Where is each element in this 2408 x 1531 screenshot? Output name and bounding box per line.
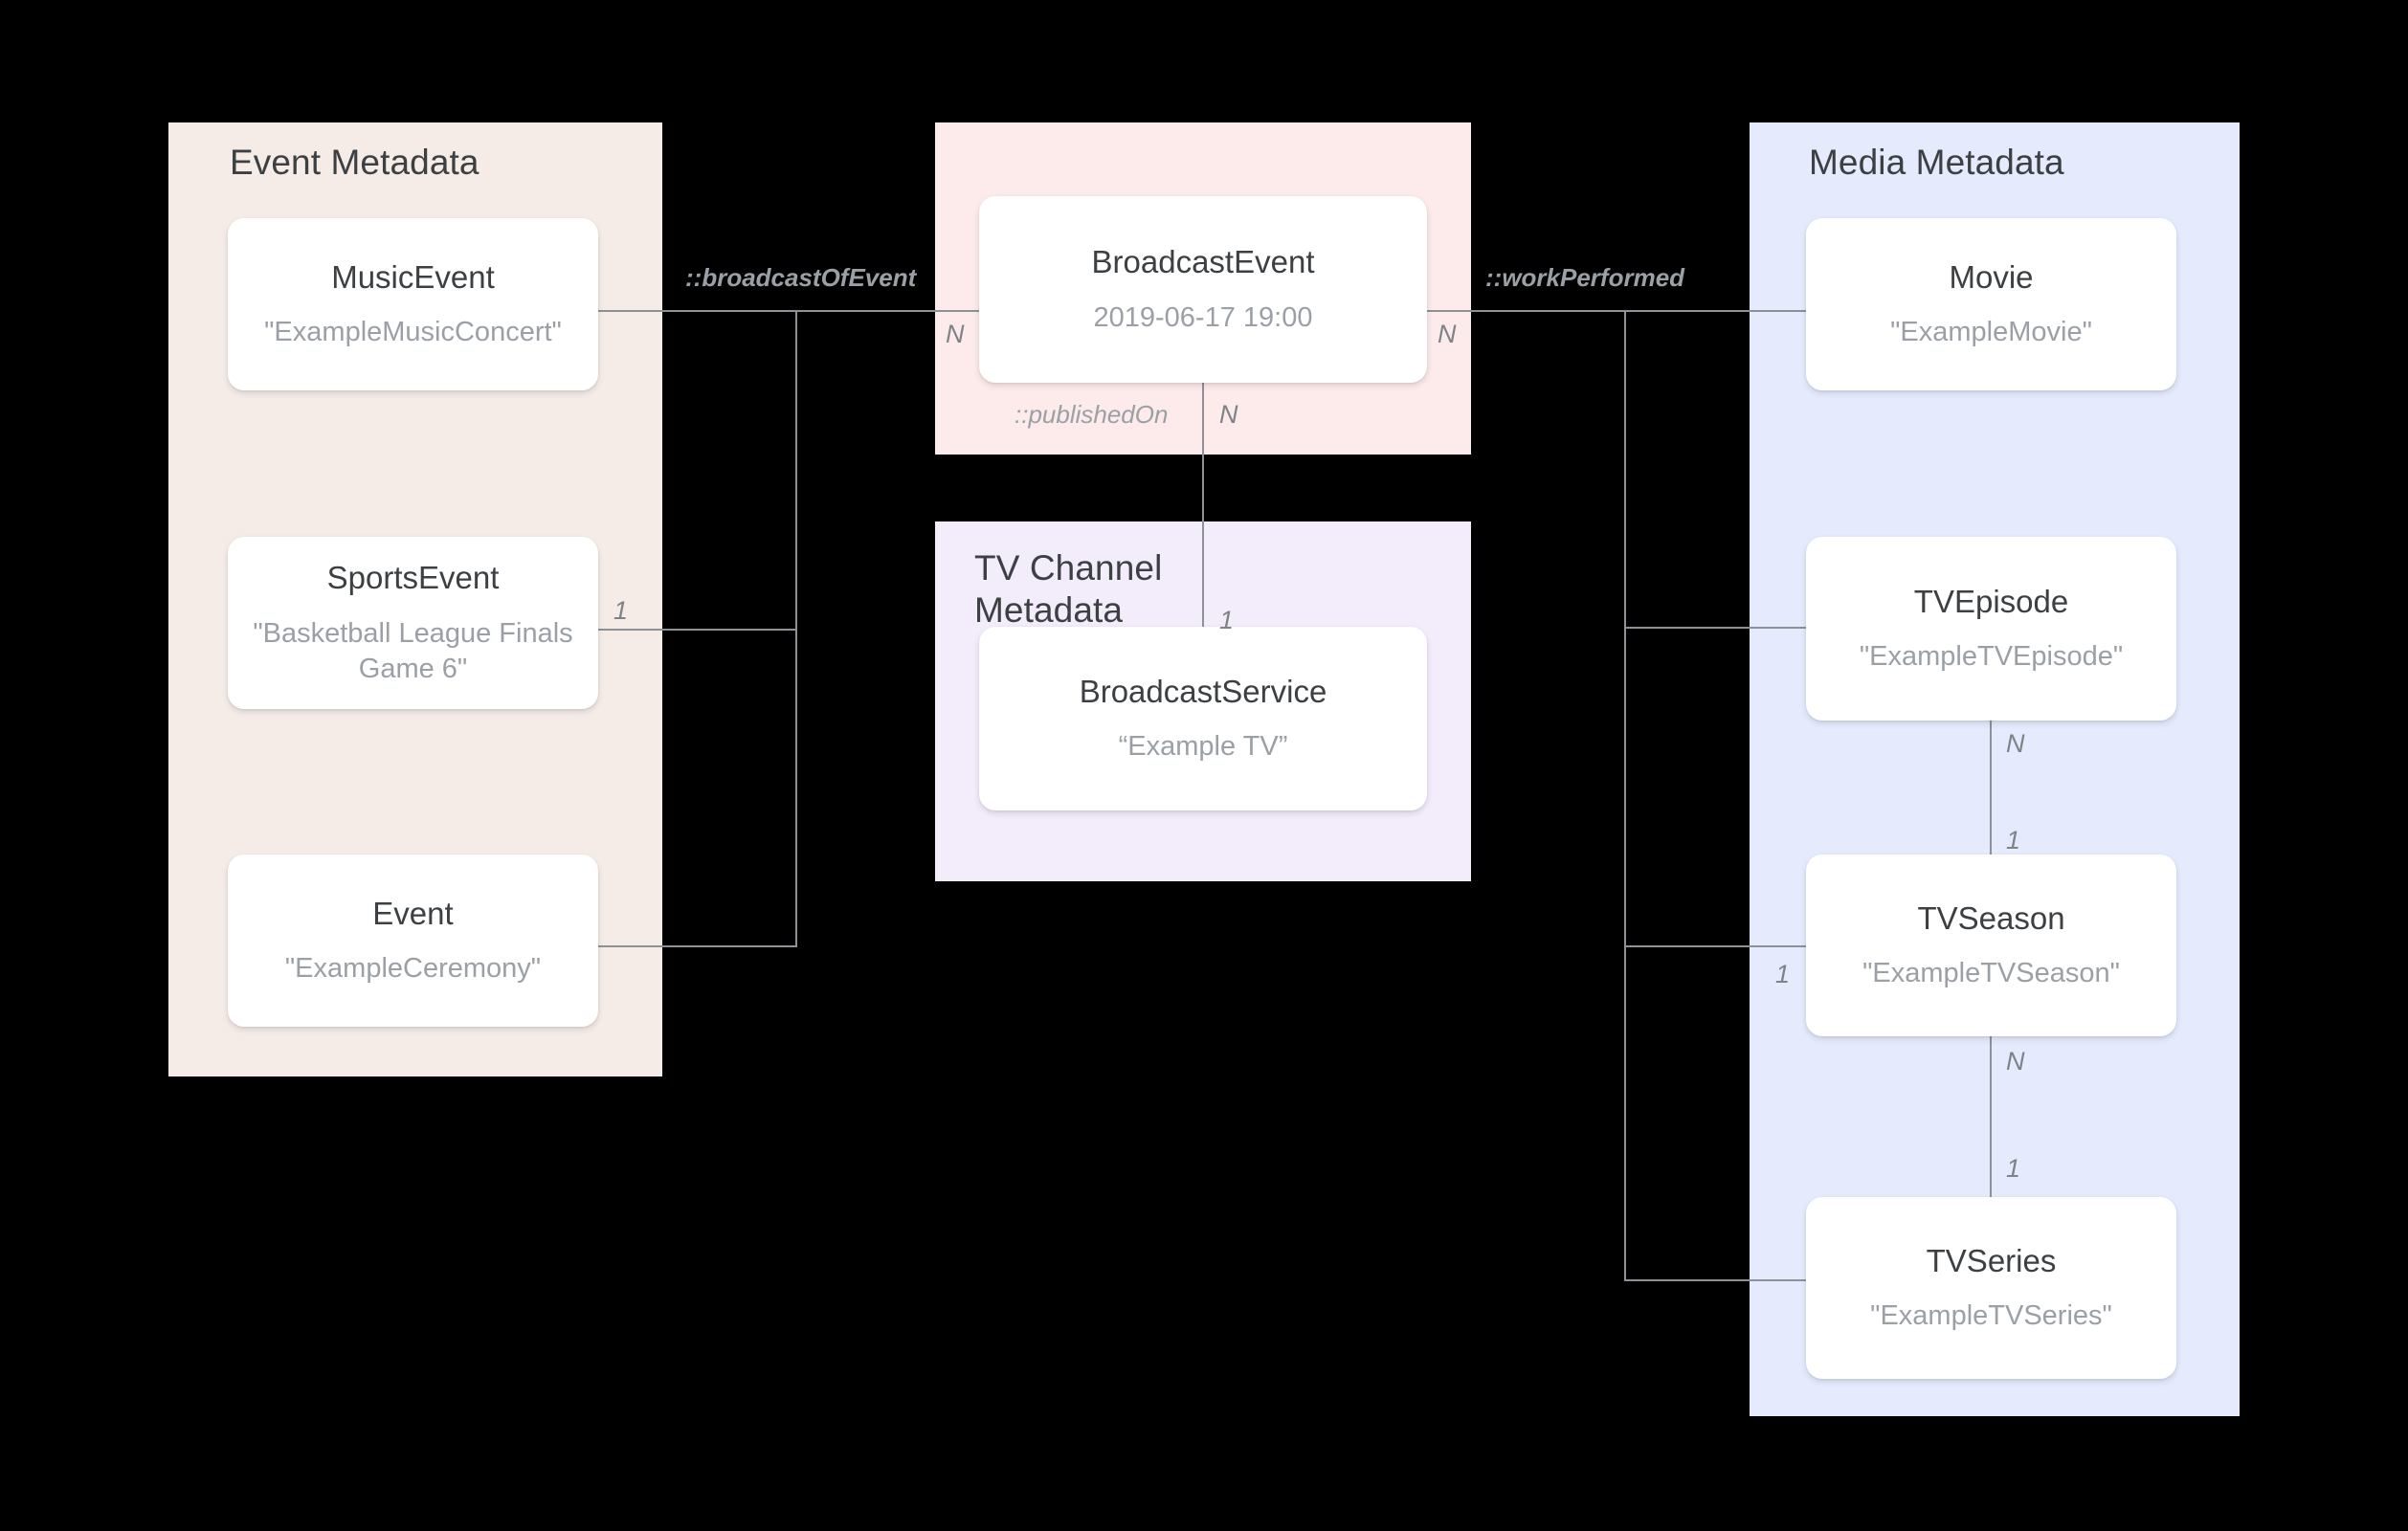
entity-value-event: "ExampleCeremony": [284, 953, 542, 985]
entity-card-event[interactable]: Event "ExampleCeremony": [228, 854, 598, 1027]
entity-value-tvseries: "ExampleTVSeries": [1870, 1300, 2112, 1332]
panel-title-media-metadata: Media Metadata: [1809, 143, 2064, 182]
cardinality-broadcastservice-one: 1: [1219, 606, 1235, 634]
cardinality-tvseason-bottom-n: N: [2006, 1047, 2025, 1076]
connector-bus-to-tvepisode: [1624, 627, 1806, 629]
entity-card-tvseason[interactable]: TVSeason "ExampleTVSeason": [1806, 854, 2176, 1036]
entity-type-broadcastservice: BroadcastService: [1079, 673, 1327, 709]
entity-type-sportsevent: SportsEvent: [326, 560, 500, 596]
relation-label-published-on: ::publishedOn: [1014, 400, 1169, 429]
relation-label-broadcast-of-event: ::broadcastOfEvent: [685, 263, 917, 292]
connector-tvepisode-to-tvseason: [1990, 721, 1992, 902]
entity-value-broadcastservice: “Example TV”: [1118, 731, 1288, 763]
entity-type-event: Event: [372, 895, 454, 931]
relation-label-work-performed: ::workPerformed: [1485, 263, 1685, 292]
entity-type-tvseason: TVSeason: [1917, 899, 2065, 936]
cardinality-broadcastevent-right-n: N: [1438, 320, 1457, 348]
connector-broadcastevent-to-broadcastservice: [1202, 382, 1204, 666]
entity-type-musicevent: MusicEvent: [331, 258, 495, 295]
entity-card-broadcastservice[interactable]: BroadcastService “Example TV”: [979, 627, 1427, 810]
entity-type-movie: Movie: [1949, 258, 2034, 295]
cardinality-broadcastevent-left-n: N: [946, 320, 965, 348]
cardinality-tvepisode-n: N: [2006, 729, 2025, 758]
connector-broadcastevent-to-media-bus: [1426, 310, 1625, 312]
connector-musicevent-to-bus: [598, 310, 797, 312]
entity-card-sportsevent[interactable]: SportsEvent "Basketball League Finals Ga…: [228, 537, 598, 709]
cardinality-tvseason-media-one: 1: [1775, 960, 1791, 988]
connector-bus-to-movie: [1624, 310, 1806, 312]
entity-type-broadcastevent: BroadcastEvent: [1091, 244, 1315, 280]
entity-value-tvepisode: "ExampleTVEpisode": [1859, 641, 2124, 673]
panel-title-event-metadata: Event Metadata: [230, 143, 479, 182]
cardinality-tvseries-one: 1: [2006, 1154, 2021, 1183]
entity-value-sportsevent: "Basketball League Finals Game 6": [253, 617, 573, 684]
entity-card-tvepisode[interactable]: TVEpisode "ExampleTVEpisode": [1806, 537, 2176, 721]
connector-bus-to-broadcastevent: [795, 310, 979, 312]
entity-type-tvepisode: TVEpisode: [1913, 583, 2069, 619]
entity-value-tvseason: "ExampleTVSeason": [1862, 958, 2120, 989]
entity-value-musicevent: "ExampleMusicConcert": [264, 317, 562, 348]
cardinality-sportsevent-one: 1: [613, 596, 629, 625]
entity-value-broadcastevent: 2019-06-17 19:00: [1093, 301, 1313, 333]
entity-card-tvseries[interactable]: TVSeries "ExampleTVSeries": [1806, 1197, 2176, 1379]
entity-type-tvseries: TVSeries: [1926, 1242, 2057, 1278]
entity-card-broadcastevent[interactable]: BroadcastEvent 2019-06-17 19:00: [979, 196, 1427, 383]
connector-sportsevent-to-bus: [598, 629, 797, 631]
connector-bus-to-tvseries: [1624, 1279, 1806, 1281]
panel-title-tv-channel-line2: Metadata: [974, 589, 1124, 630]
cardinality-tvseason-top-one: 1: [2006, 826, 2021, 854]
entity-card-musicevent[interactable]: MusicEvent "ExampleMusicConcert": [228, 218, 598, 390]
connector-bus-to-tvseason: [1624, 945, 1806, 947]
connector-tvseason-to-tvseries: [1990, 1036, 1992, 1197]
cardinality-published-on-n: N: [1219, 400, 1238, 429]
connector-event-to-bus: [598, 945, 797, 947]
panel-title-tv-channel-line1: TV Channel: [974, 548, 1163, 588]
entity-value-movie: "ExampleMovie": [1890, 317, 2092, 348]
entity-card-movie[interactable]: Movie "ExampleMovie": [1806, 218, 2176, 390]
connector-right-bus-vertical: [1624, 310, 1626, 1281]
panel-title-tv-channel-metadata: TV Channel Metadata: [974, 547, 1194, 631]
